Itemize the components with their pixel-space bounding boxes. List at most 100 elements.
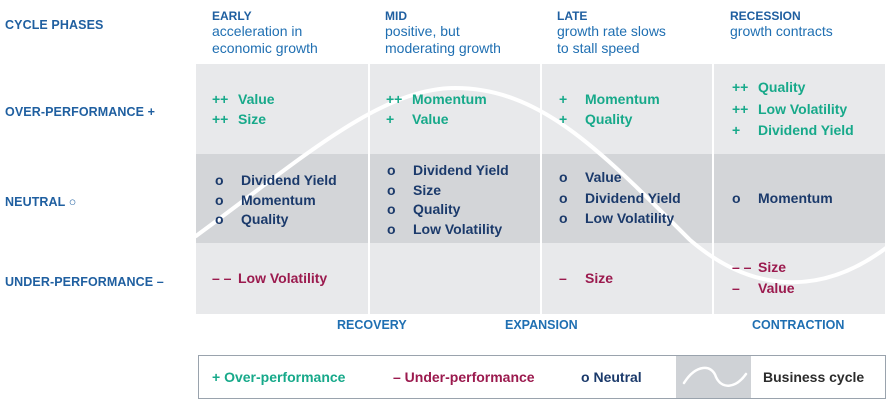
factor-item: o Value (559, 169, 622, 185)
cycle-phases-label: CYCLE PHASES (5, 18, 104, 32)
neutral-symbol: o (581, 369, 590, 385)
factor-label: Low Volatility (413, 221, 503, 237)
phase-header-early: EARLY acceleration in economic growth (212, 9, 318, 57)
factor-item: – Value (732, 280, 795, 296)
factor-symbol: – (732, 280, 740, 296)
column-divider (540, 64, 542, 314)
factor-label: Momentum (241, 192, 316, 208)
factor-item: o Dividend Yield (215, 172, 337, 188)
factor-label: Momentum (412, 91, 487, 107)
phase-desc-line: moderating growth (385, 40, 501, 56)
factor-label: Low Volatility (758, 101, 848, 117)
factor-symbol: o (215, 172, 224, 188)
factor-symbol: ++ (732, 101, 749, 117)
factor-item: ++ Size (212, 111, 266, 127)
factor-item: o Low Volatility (387, 221, 502, 237)
legend-under-performance: – Under-performance (393, 369, 535, 385)
factor-label: Size (585, 270, 614, 286)
factor-item: + Quality (559, 111, 632, 127)
factor-label: Dividend Yield (241, 172, 337, 188)
factor-item: – – Low Volatility (212, 270, 327, 286)
factor-label: Quality (758, 79, 806, 95)
factor-label: Quality (585, 111, 633, 127)
row-label-over-performance: OVER-PERFORMANCE + (5, 105, 156, 119)
factor-label: Dividend Yield (758, 122, 854, 138)
factor-item: o Momentum (732, 190, 833, 206)
factor-symbol: o (387, 162, 396, 178)
phase-header-mid: MID positive, but moderating growth (385, 9, 501, 57)
factor-symbol: ++ (386, 91, 403, 107)
factor-symbol: + (386, 111, 395, 127)
phase-header-late: LATE growth rate slows to stall speed (557, 9, 666, 57)
factor-item: o Quality (215, 211, 288, 227)
factor-item: o Dividend Yield (387, 162, 509, 178)
phase-desc-line: acceleration in (212, 23, 303, 39)
factor-item: o Dividend Yield (559, 190, 681, 206)
phase-title: RECESSION (730, 9, 801, 23)
stage-label-expansion: EXPANSION (505, 318, 578, 332)
factor-symbol: ++ (212, 111, 229, 127)
factor-label: Size (413, 182, 442, 198)
factor-symbol: o (387, 201, 396, 217)
factor-item: + Value (386, 111, 449, 127)
column-divider (712, 64, 714, 314)
factor-label: Low Volatility (238, 270, 328, 286)
factor-item: + Momentum (559, 91, 660, 107)
wave-icon (682, 366, 748, 387)
column-divider (368, 64, 370, 314)
factor-item: – Size (559, 270, 613, 286)
legend (198, 355, 886, 399)
factor-label: Low Volatility (585, 210, 675, 226)
factor-label: Dividend Yield (413, 162, 509, 178)
stage-label-contraction: CONTRACTION (752, 318, 845, 332)
factor-item: o Momentum (215, 192, 316, 208)
factor-symbol: o (559, 169, 568, 185)
factor-symbol: o (387, 221, 396, 237)
factor-label: Value (238, 91, 275, 107)
factor-label: Momentum (758, 190, 833, 206)
factor-symbol: o (559, 190, 568, 206)
factor-item: – –Size (732, 259, 786, 275)
legend-over-performance: + Over-performance (212, 369, 346, 385)
factor-symbol: o (215, 211, 224, 227)
phase-title: MID (385, 9, 407, 23)
factor-label: Size (238, 111, 267, 127)
factor-symbol: o (732, 190, 741, 206)
row-label-neutral: NEUTRAL ○ (5, 195, 77, 209)
factor-symbol: o (387, 182, 396, 198)
factor-item: ++ Low Volatility (732, 101, 847, 117)
factor-symbol: + (559, 91, 568, 107)
factor-symbol: – – (212, 270, 232, 286)
phase-title: EARLY (212, 9, 252, 23)
factor-label: Value (585, 169, 622, 185)
factor-label: Value (758, 280, 795, 296)
factor-label: Momentum (585, 91, 660, 107)
factor-item: ++ Momentum (386, 91, 487, 107)
factor-item: o Size (387, 182, 441, 198)
phase-title: LATE (557, 9, 588, 23)
phase-desc-line: growth contracts (730, 23, 833, 39)
legend-neutral: o Neutral (581, 369, 642, 385)
factor-symbol: o (215, 192, 224, 208)
phase-header-recession: RECESSION growth contracts (730, 9, 833, 40)
factor-label: Quality (241, 211, 289, 227)
stage-label-recovery: RECOVERY (337, 318, 407, 332)
factor-item: ++Quality (732, 79, 805, 95)
row-label-under-performance: UNDER-PERFORMANCE – (5, 275, 164, 289)
factor-label: Dividend Yield (585, 190, 681, 206)
factor-symbol: + (559, 111, 568, 127)
factor-item: ++ Value (212, 91, 275, 107)
phase-desc-line: growth rate slows (557, 23, 666, 39)
business-cycle-swatch (676, 356, 751, 398)
factor-symbol: – (559, 270, 567, 286)
phase-desc-line: to stall speed (557, 40, 640, 56)
factor-label: Value (412, 111, 449, 127)
factor-symbol: ++ (212, 91, 229, 107)
neutral-label: Neutral (593, 369, 642, 385)
phase-desc-line: economic growth (212, 40, 318, 56)
factor-symbol: o (559, 210, 568, 226)
factor-symbol: + (732, 122, 741, 138)
factor-label: Size (758, 259, 787, 275)
